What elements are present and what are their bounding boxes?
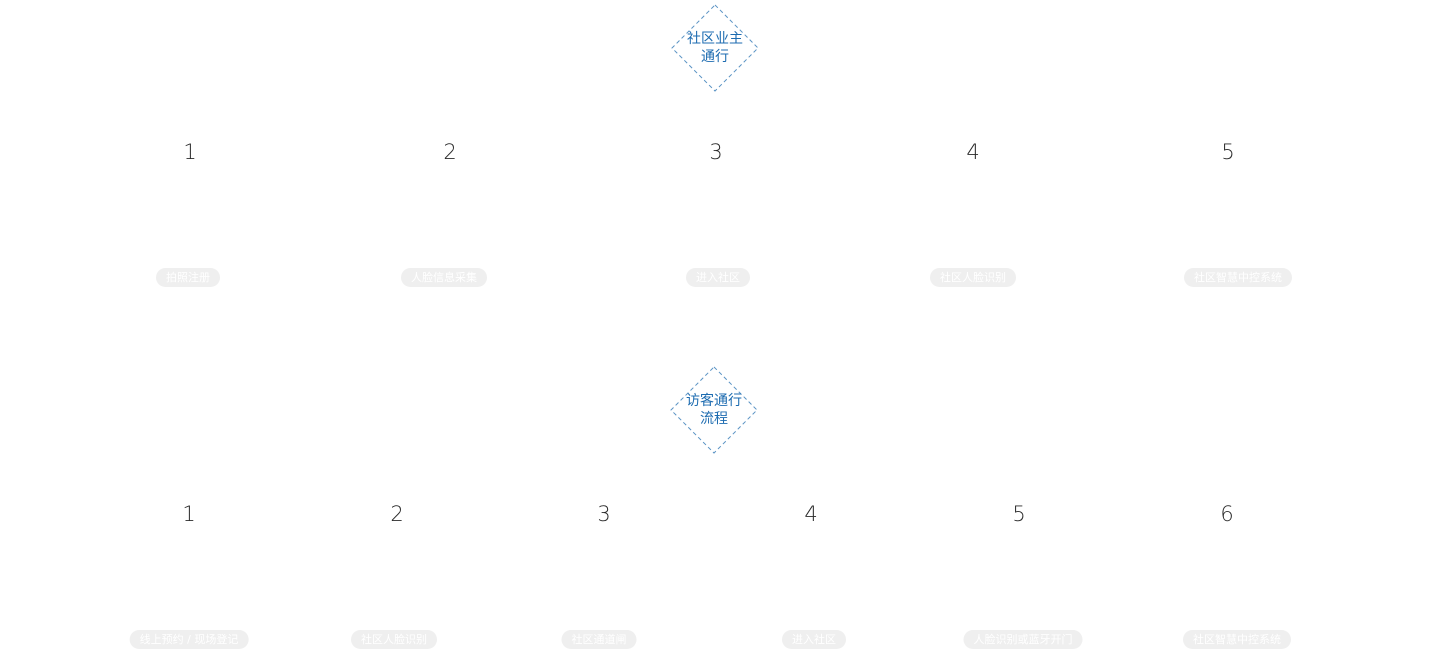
visitor-flow-title: 访客通行 流程 — [686, 393, 742, 427]
visitor-step-6-number: 6 — [1220, 502, 1234, 526]
visitor-step-5-label: 人脸识别或蓝牙开门 — [963, 630, 1083, 649]
visitor-step-2-label: 社区人脸识别 — [351, 630, 437, 649]
visitor-step-6-label: 社区智慧中控系统 — [1183, 630, 1291, 649]
visitor-flow-title-diamond: 访客通行 流程 — [670, 366, 758, 454]
owner-flow-title: 社区业主 通行 — [687, 31, 743, 65]
owner-flow-section: 社区业主 通行 1 2 3 4 5 拍照注册 人脸信息采集 进入社区 社区人脸识… — [0, 0, 1429, 300]
owner-step-4-number: 4 — [966, 140, 980, 164]
visitor-step-4-number: 4 — [804, 502, 818, 526]
visitor-step-5-number: 5 — [1012, 502, 1026, 526]
owner-step-3-label: 进入社区 — [686, 268, 750, 287]
diamond-outline-icon — [670, 366, 758, 454]
owner-step-2-label: 人脸信息采集 — [401, 268, 487, 287]
visitor-step-3-label: 社区通道闸 — [561, 630, 637, 649]
owner-step-5-number: 5 — [1221, 140, 1235, 164]
owner-step-1-number: 1 — [183, 140, 197, 164]
owner-step-4-label: 社区人脸识别 — [930, 268, 1016, 287]
owner-step-1-label: 拍照注册 — [156, 268, 220, 287]
visitor-step-1-number: 1 — [182, 502, 196, 526]
visitor-step-1-label: 线上预约 / 现场登记 — [129, 630, 249, 649]
diamond-outline-icon — [671, 4, 759, 92]
owner-flow-title-diamond: 社区业主 通行 — [671, 4, 759, 92]
visitor-step-4-label: 进入社区 — [782, 630, 846, 649]
visitor-step-3-number: 3 — [597, 502, 611, 526]
owner-step-5-label: 社区智慧中控系统 — [1184, 268, 1292, 287]
visitor-step-2-number: 2 — [390, 502, 404, 526]
owner-step-3-number: 3 — [709, 140, 723, 164]
owner-step-2-number: 2 — [443, 140, 457, 164]
visitor-flow-section: 访客通行 流程 1 2 3 4 5 6 线上预约 / 现场登记 社区人脸识别 社… — [0, 362, 1429, 662]
